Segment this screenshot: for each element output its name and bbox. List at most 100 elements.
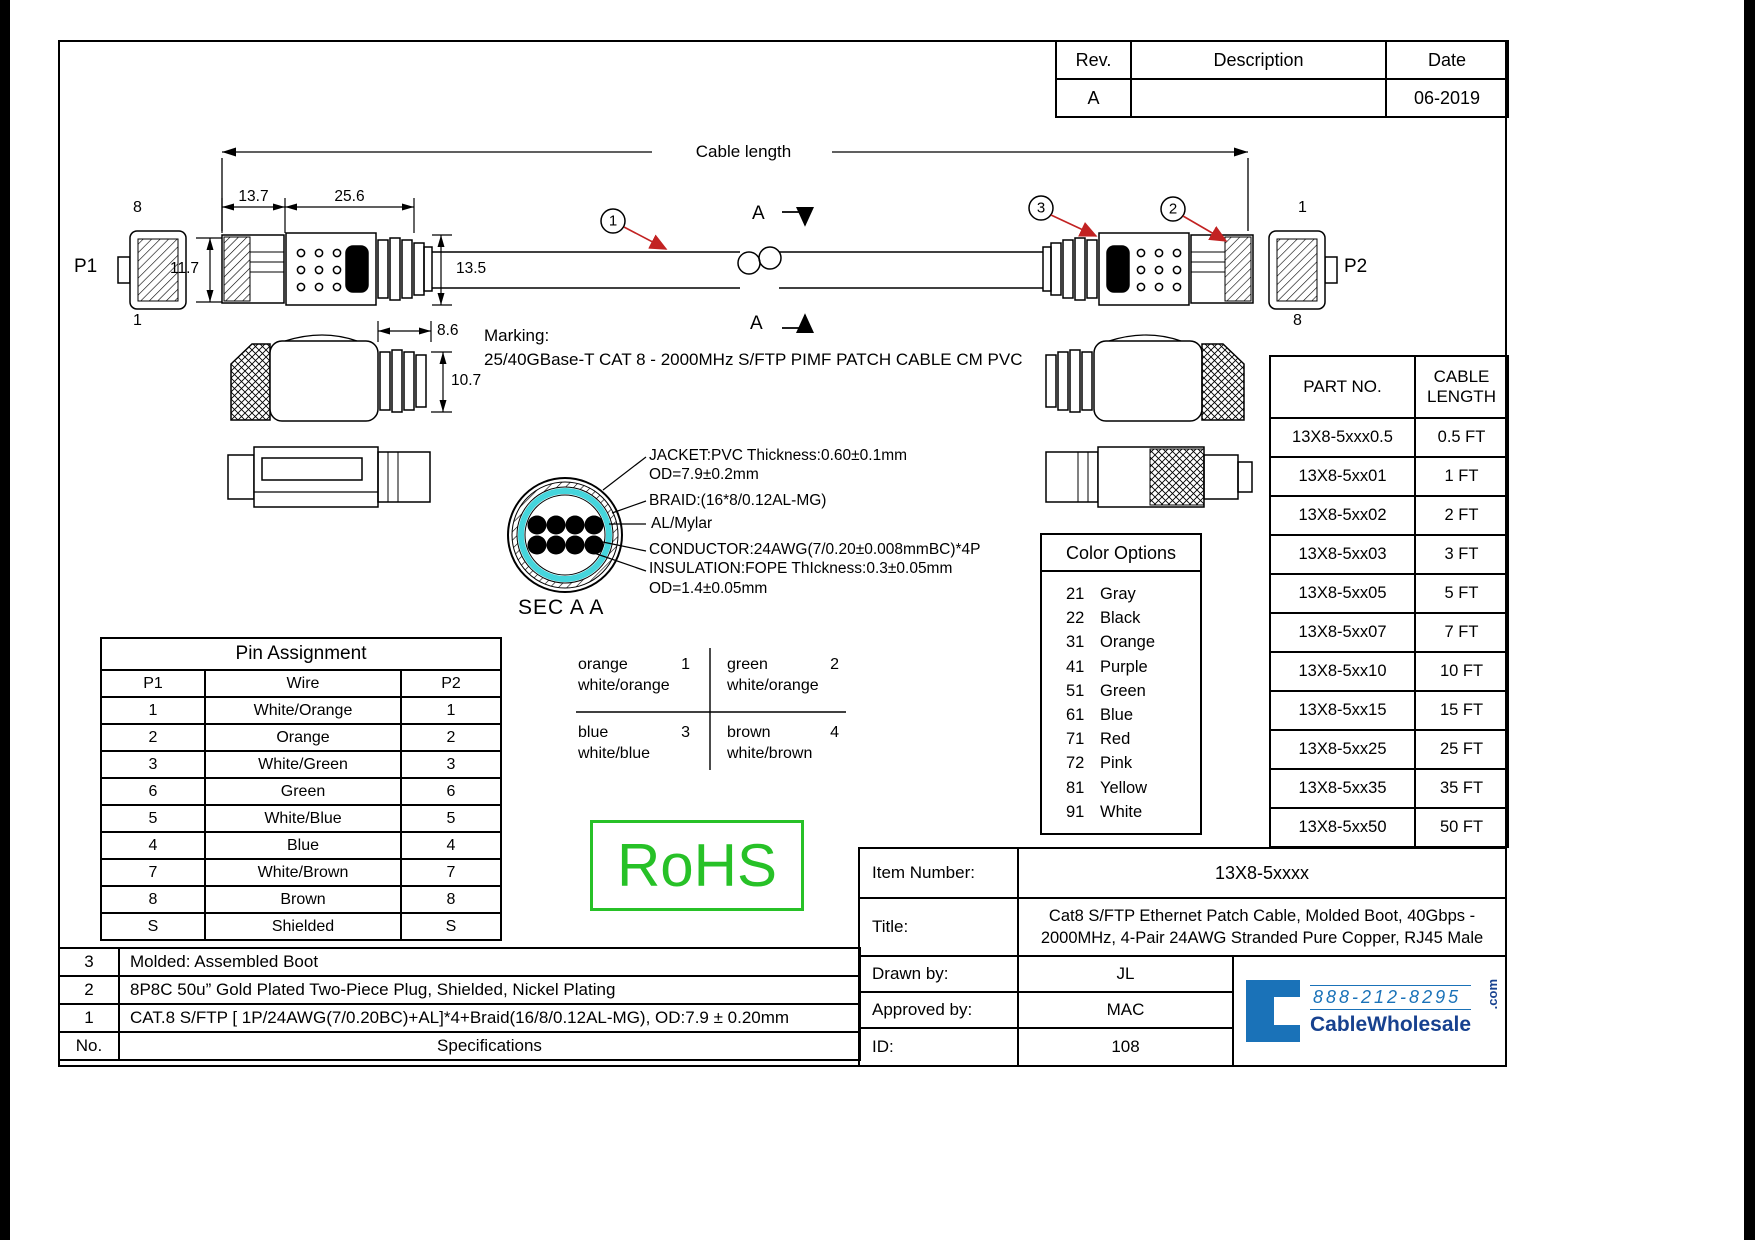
spec-no-cell: 2	[58, 975, 120, 1005]
pin-cell: 5	[399, 804, 503, 833]
pin-cell: 3	[100, 750, 206, 779]
callout-conductor: CONDUCTOR:24AWG(7/0.20±0.008mmBC)*4P	[649, 541, 981, 558]
page-edge-left	[0, 0, 10, 1240]
length-cell: 15 FT	[1414, 690, 1509, 731]
pin-cell: 2	[399, 723, 503, 752]
cablewholesale-logo-icon	[1246, 980, 1300, 1042]
part-no-cell: 13X8-5xx07	[1269, 612, 1416, 653]
wire-pair-1-stripe: white/orange	[578, 677, 670, 694]
title-label: Title:	[860, 897, 1017, 955]
dim-label-13-7: 13.7	[238, 188, 269, 205]
pin-cell: 8	[399, 885, 503, 914]
table-row: 3 Molded: Assembled Boot	[58, 947, 861, 977]
pin-header-wire: Wire	[204, 669, 402, 698]
pin-cell: Orange	[204, 723, 402, 752]
page-edge-right	[1744, 0, 1755, 1240]
approved-by-value: MAC	[1017, 991, 1232, 1027]
p2-pin-bottom-label: 8	[1293, 312, 1302, 329]
item-number-label: Item Number:	[872, 863, 975, 882]
part-no-cell: 13X8-5xx50	[1269, 807, 1416, 848]
wire-pair-2-num: 2	[830, 656, 839, 673]
part-no-cell: 13X8-5xxx0.5	[1269, 417, 1416, 458]
pin-cell: 6	[100, 777, 206, 806]
p1-pin-top-label: 8	[133, 199, 142, 216]
spec-text-cell: CAT.8 S/FTP [ 1P/24AWG(7/0.20BC)+AL]*4+B…	[118, 1003, 861, 1033]
pin-cell: White/Green	[204, 750, 402, 779]
table-row: 2 8P8C 50u” Gold Plated Two-Piece Plug, …	[58, 975, 861, 1005]
spec-footer-label: Specifications	[118, 1031, 861, 1061]
wire-pair-1-name: orange	[578, 656, 628, 673]
length-cell: 10 FT	[1414, 651, 1509, 692]
pin-cell: 6	[399, 777, 503, 806]
wire-pair-2-stripe: white/orange	[727, 677, 819, 694]
spec-text-cell: 8P8C 50u” Gold Plated Two-Piece Plug, Sh…	[118, 975, 861, 1005]
logo-phone-number: 888-212-8295	[1310, 985, 1472, 1010]
dim-label-8-6: 8.6	[437, 322, 459, 339]
callout-jacket-line1: JACKET:PVC Thickness:0.60±0.1mm	[649, 447, 908, 464]
wire-pair-1-num: 1	[681, 656, 690, 673]
logo-text-group: 888-212-8295 CableWholesale	[1310, 985, 1472, 1037]
wire-pair-3-num: 3	[681, 724, 690, 741]
part-no-cell: 13X8-5xx01	[1269, 456, 1416, 497]
drawn-by-value: JL	[1017, 955, 1232, 991]
section-a-top-label: A	[752, 203, 765, 224]
item-number-value: 13X8-5xxxx	[1017, 849, 1505, 897]
dim-label-10-7: 10.7	[451, 372, 482, 389]
wire-pair-4-num: 4	[830, 724, 839, 741]
part-no-cell: 13X8-5xx15	[1269, 690, 1416, 731]
pin-header-p1: P1	[100, 669, 206, 698]
pin-cell: 1	[100, 696, 206, 725]
pin-cell: White/Brown	[204, 858, 402, 887]
pin-cell: Green	[204, 777, 402, 806]
p1-label: P1	[74, 256, 98, 277]
length-cell: 50 FT	[1414, 807, 1509, 848]
drawn-by-label: Drawn by:	[860, 955, 1017, 991]
balloon-3-label: 3	[1036, 199, 1046, 217]
part-no-cell: 13X8-5xx05	[1269, 573, 1416, 614]
pin-cell: Brown	[204, 885, 402, 914]
title-value: Cat8 S/FTP Ethernet Patch Cable, Molded …	[1017, 897, 1505, 955]
rev-header-rev: Rev.	[1055, 40, 1132, 80]
pin-cell: S	[399, 912, 503, 941]
p1-pin-bottom-label: 1	[133, 312, 142, 329]
part-no-cell: 13X8-5xx10	[1269, 651, 1416, 692]
spec-text-cell: Molded: Assembled Boot	[118, 947, 861, 977]
length-cell: 5 FT	[1414, 573, 1509, 614]
callout-insulation-line1: INSULATION:FOPE ThIckness:0.3±0.05mm	[649, 560, 953, 577]
part-no-cell: 13X8-5xx35	[1269, 768, 1416, 809]
approved-by-label: Approved by:	[860, 991, 1017, 1027]
section-a-bottom-label: A	[750, 313, 763, 334]
spec-no-cell: 3	[58, 947, 120, 977]
length-cell: 3 FT	[1414, 534, 1509, 575]
wire-pair-3-name: blue	[578, 724, 609, 741]
length-cell: 7 FT	[1414, 612, 1509, 653]
wire-pair-4-stripe: white/brown	[727, 745, 813, 762]
part-no-cell: 13X8-5xx02	[1269, 495, 1416, 536]
